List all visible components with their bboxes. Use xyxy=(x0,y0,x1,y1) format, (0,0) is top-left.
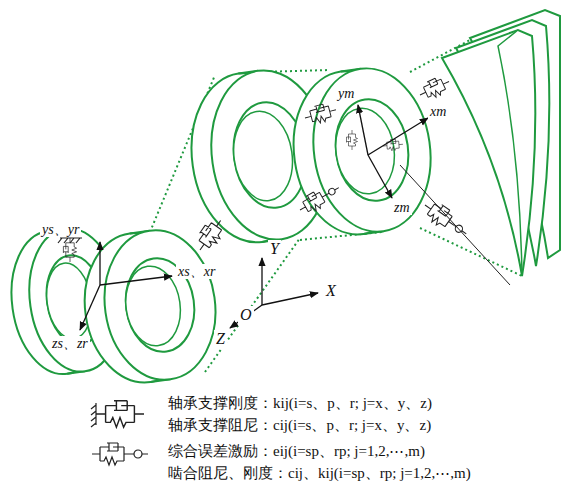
axis-label: Z xyxy=(214,330,227,348)
axis-label: X xyxy=(324,282,338,300)
legend-text: 轴承支撑刚度：kij(i=s、p、r; j=x、y、z) xyxy=(168,394,432,412)
legend-text: 综合误差激励：eij(i=sp、rp; j=1,2,⋯,m) xyxy=(168,442,425,460)
coordinate-label: xs、xr xyxy=(176,264,217,279)
legend-text: 轴承支撑阻尼：cij(i=s、p、r; j=x、y、z) xyxy=(168,416,431,434)
axis-arrow xyxy=(80,105,510,330)
coordinate-label: zs、zr xyxy=(50,336,90,351)
coordinate-label: xm xyxy=(428,104,448,119)
coordinate-label: zm xyxy=(392,200,412,215)
coordinate-label: ym xyxy=(336,86,356,101)
legend-symbol xyxy=(91,401,148,465)
sun-gear xyxy=(75,223,225,390)
axis-label: Y xyxy=(268,240,281,258)
planet-gear xyxy=(283,61,441,242)
axis-label: O xyxy=(238,306,254,324)
legend-text: 啮合阻尼、刚度：cij、kij(i=sp、rp; j=1,2,⋯,m) xyxy=(168,464,471,482)
coordinate-label: ys、yr xyxy=(40,222,81,237)
ring-gear xyxy=(442,10,560,276)
spring-damper xyxy=(58,74,468,262)
